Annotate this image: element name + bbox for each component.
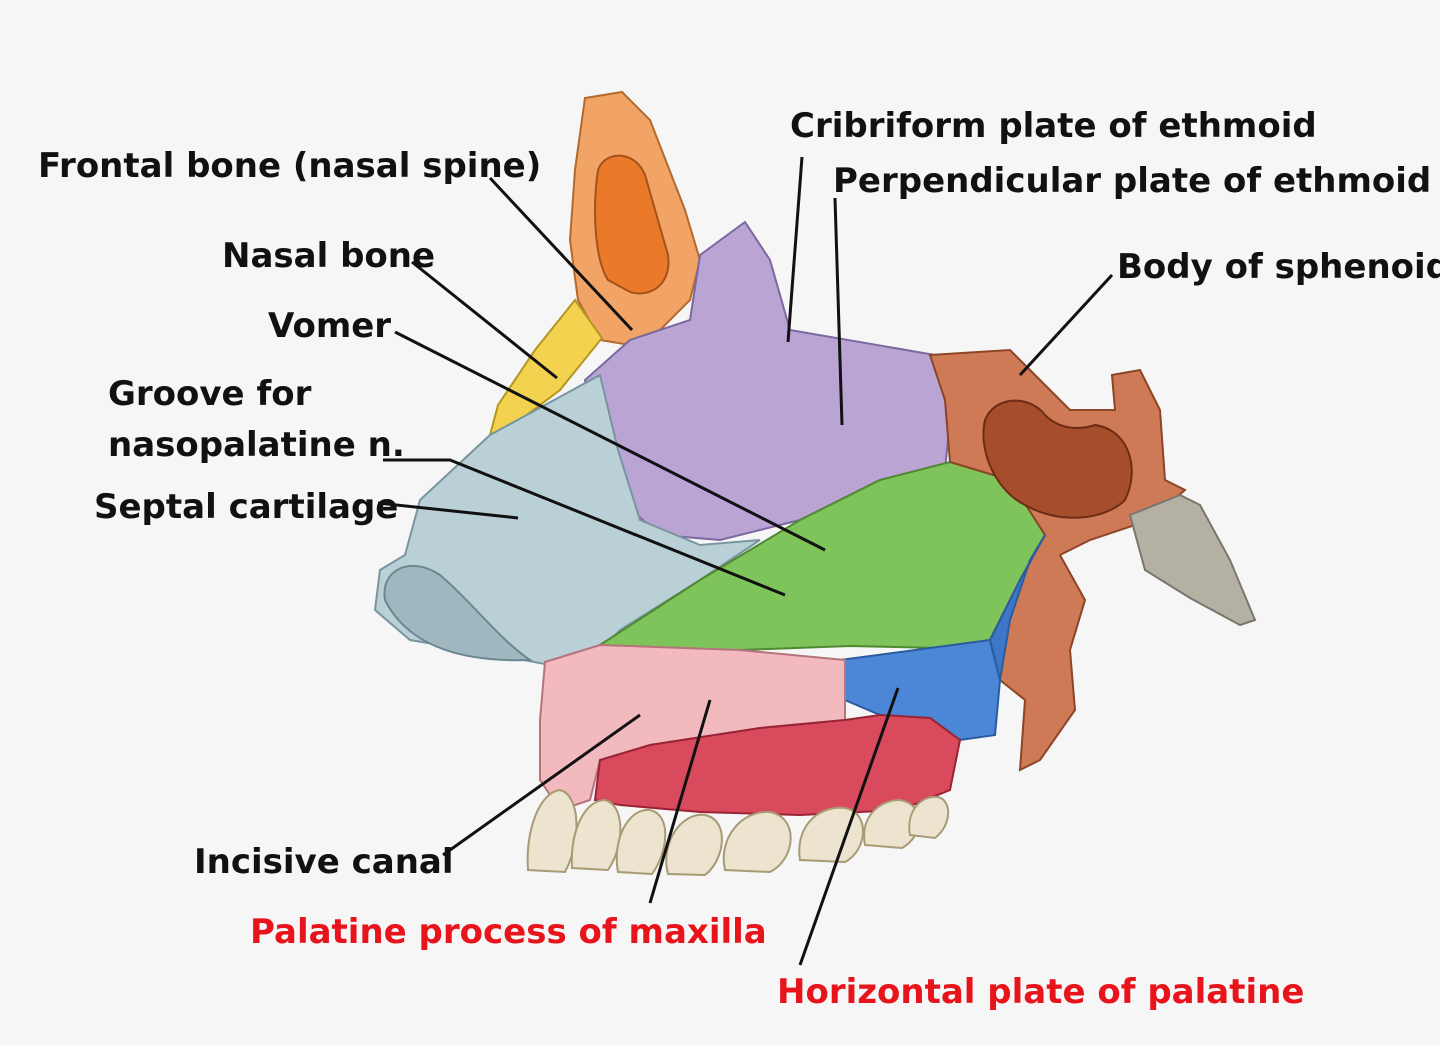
label-horizontal-plate: Horizontal plate of palatine <box>777 972 1305 1012</box>
label-groove-line1: Groove for <box>108 374 312 414</box>
leader-line-palatine-process <box>648 699 712 904</box>
sphenoid-sinus-shape <box>982 399 1133 519</box>
tooth <box>570 798 622 872</box>
nostril-shape <box>383 565 534 662</box>
leader-line-nasal <box>411 260 558 380</box>
tooth <box>615 808 667 876</box>
tooth <box>722 810 792 874</box>
tooth <box>526 788 578 874</box>
leader-line-horizontal-plate <box>798 687 900 966</box>
label-nasal-bone: Nasal bone <box>222 236 436 276</box>
label-frontal-bone: Frontal bone (nasal spine) <box>38 146 542 186</box>
leader-line-cribriform <box>786 156 804 343</box>
label-cribriform-plate: Cribriform plate of ethmoid <box>790 106 1317 146</box>
leader-line-perpendicular <box>833 197 844 426</box>
palatine-perpendicular-shape <box>988 534 1046 681</box>
sphenoid-rostrum-shape <box>1128 493 1257 627</box>
tooth <box>863 798 920 850</box>
leader-line-frontal <box>488 176 634 332</box>
label-vomer: Vomer <box>268 306 392 346</box>
leader-line-septal <box>377 501 519 520</box>
label-sphenoid-body: Body of sphenoid <box>1117 247 1440 287</box>
label-perpendicular-plate: Perpendicular plate of ethmoid <box>833 161 1432 201</box>
leader-line-groove <box>383 458 786 597</box>
tooth <box>798 806 864 864</box>
frontal-sinus-shape <box>594 154 670 295</box>
label-incisive-canal: Incisive canal <box>194 842 454 882</box>
label-palatine-process: Palatine process of maxilla <box>250 912 767 952</box>
leader-line-vomer <box>394 330 826 552</box>
tooth <box>908 795 950 840</box>
leader-line-sphenoid <box>1018 273 1114 377</box>
label-groove-line2: nasopalatine n. <box>108 425 405 465</box>
palate-mucosa-shape <box>593 713 962 817</box>
teeth <box>526 788 950 877</box>
leader-line-incisive <box>442 713 641 857</box>
label-septal-cartilage: Septal cartilage <box>94 487 399 527</box>
